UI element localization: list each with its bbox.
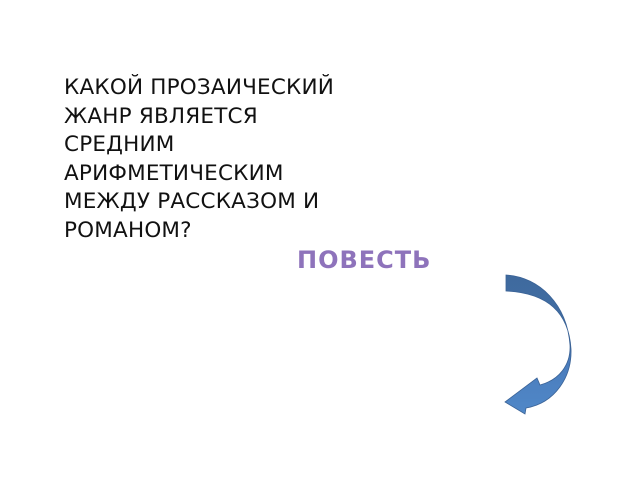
question-line: РОМАНОМ? bbox=[64, 217, 192, 243]
question-line: АРИФМЕТИЧЕСКИМ bbox=[64, 160, 284, 186]
question-line: КАКОЙ ПРОЗАИЧЕСКИЙ bbox=[64, 75, 335, 100]
curved-arrow-down-left-icon bbox=[504, 274, 572, 415]
question-line: СРЕДНИМ bbox=[64, 132, 175, 157]
answer-text: ПОВЕСТЬ bbox=[297, 246, 432, 274]
question-text: КАКОЙ ПРОЗАИЧЕСКИЙ ЖАНР ЯВЛЯЕТСЯ СРЕДНИМ… bbox=[64, 74, 404, 245]
question-line: МЕЖДУ РАССКАЗОМ И bbox=[64, 189, 320, 214]
question-line: ЖАНР ЯВЛЯЕТСЯ bbox=[64, 103, 258, 129]
